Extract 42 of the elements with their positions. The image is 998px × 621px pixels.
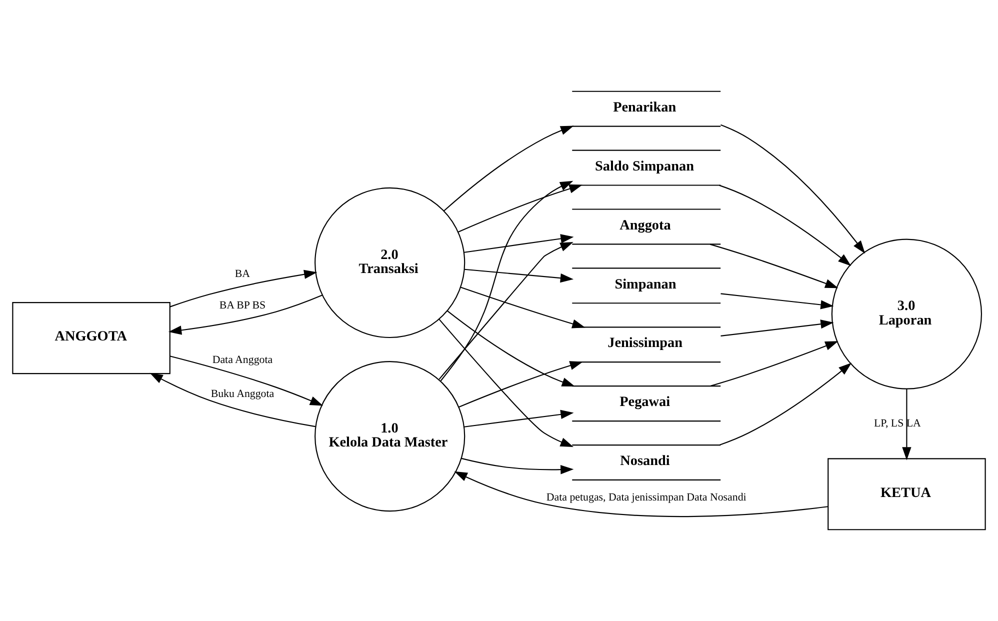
node-box: KETUA bbox=[828, 458, 986, 530]
arrow bbox=[720, 293, 834, 310]
arrow bbox=[464, 410, 574, 428]
node-text: Pegawai bbox=[620, 394, 670, 410]
arrow bbox=[464, 268, 574, 283]
arrow bbox=[720, 362, 852, 446]
arrow bbox=[460, 286, 586, 328]
edge-label: Data Anggota bbox=[212, 354, 273, 366]
node-circle: 2.0 Transaksi bbox=[314, 187, 466, 338]
node-text: Nosandi bbox=[620, 453, 670, 470]
arrow bbox=[440, 180, 574, 382]
arrow bbox=[720, 320, 834, 336]
arrow bbox=[168, 294, 323, 335]
arrow bbox=[444, 126, 574, 212]
arrow bbox=[458, 361, 583, 408]
arrow bbox=[710, 341, 838, 386]
node-text: Saldo Simpanan bbox=[595, 158, 694, 174]
arrow bbox=[454, 471, 828, 517]
edge-label: LP, LS LA bbox=[874, 417, 921, 430]
node-text: Simpanan bbox=[614, 276, 676, 292]
arrow bbox=[438, 242, 574, 380]
node-circle: 1.0 Kelola Data Master bbox=[314, 360, 466, 512]
arrow bbox=[720, 124, 866, 254]
node-text: Penarikan bbox=[613, 99, 676, 116]
node-box: ANGGOTA bbox=[12, 302, 170, 374]
arrow bbox=[902, 389, 912, 460]
edge-label: BA bbox=[234, 268, 250, 280]
arrow bbox=[438, 318, 574, 448]
arrow bbox=[458, 184, 582, 232]
node-text: Anggota bbox=[620, 217, 671, 234]
edge-label: BA BP BS bbox=[219, 300, 266, 312]
arrow bbox=[464, 234, 574, 253]
arrow bbox=[719, 184, 852, 266]
arrow bbox=[461, 458, 574, 474]
arrow bbox=[170, 356, 324, 406]
edge-label: Buku Anggota bbox=[210, 388, 274, 400]
node-text: Jenissimpan bbox=[608, 335, 683, 352]
arrow bbox=[170, 270, 318, 308]
arrow bbox=[446, 310, 576, 386]
arrow bbox=[150, 372, 316, 428]
edge-label: Data petugas, Data jenissimpan Data Nosandi bbox=[546, 492, 746, 504]
arrow bbox=[710, 244, 838, 288]
